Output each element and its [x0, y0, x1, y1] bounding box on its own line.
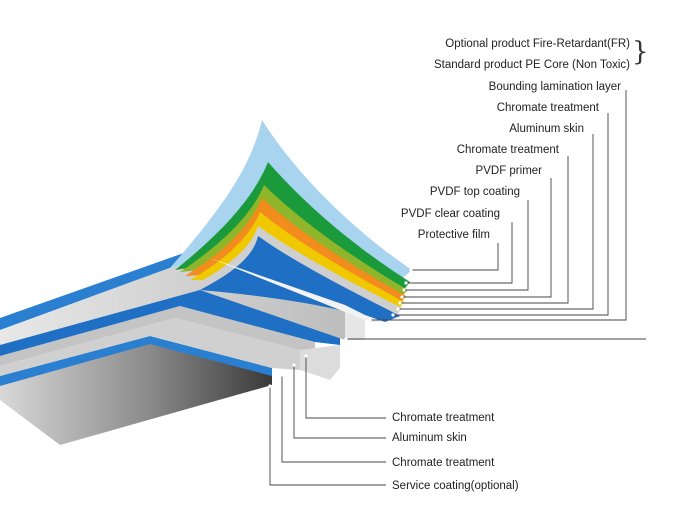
- leader-dot-top-0: [409, 268, 413, 272]
- leader-dot-top-3: [400, 295, 404, 299]
- label-top-chromate-2: Chromate treatment: [456, 144, 559, 156]
- leader-line-top-6: [393, 113, 609, 316]
- leader-dot-bottom-2: [280, 373, 284, 377]
- leader-line-top-0: [411, 243, 499, 271]
- label-pvdf-top-coating: PVDF top coating: [429, 186, 520, 198]
- leader-dot-top-5: [396, 307, 400, 311]
- label-service-coating: Service coating(optional): [392, 480, 519, 492]
- core-label-fr: Optional product Fire-Retardant(FR): [445, 38, 630, 50]
- leader-dot-bottom-1: [292, 363, 296, 367]
- service-coating-layer: [0, 336, 272, 386]
- leader-dot-top-4: [398, 301, 402, 305]
- leader-dot-top-2: [402, 288, 406, 292]
- bottom-aluminum-layer: [0, 318, 300, 376]
- label-top-aluminum-skin: Aluminum skin: [509, 123, 584, 135]
- leader-line-bottom-0: [305, 356, 386, 419]
- label-top-chromate-1: Chromate treatment: [496, 102, 599, 114]
- label-pvdf-primer: PVDF primer: [475, 165, 542, 177]
- leader-dot-bottom-3: [268, 384, 272, 388]
- leader-line-bottom-2: [281, 375, 386, 463]
- label-bottom-aluminum-skin: Aluminum skin: [392, 432, 467, 444]
- label-pvdf-clear-coating: PVDF clear coating: [400, 208, 500, 220]
- top-white-face: [210, 258, 385, 322]
- leader-dots: [268, 268, 413, 388]
- core-label-pe: Standard product PE Core (Non Toxic): [433, 59, 630, 71]
- leader-line-top-3: [402, 178, 552, 298]
- leader-line-bottom-3: [269, 386, 386, 486]
- leader-lines: [269, 90, 646, 486]
- label-bounding-lamination: Bounding lamination layer: [488, 81, 621, 93]
- leader-line-top-5: [398, 134, 594, 310]
- leader-line-bottom-1: [293, 365, 386, 439]
- leader-dot-bottom-0: [304, 354, 308, 358]
- leader-line-top-2: [404, 200, 529, 291]
- leader-line-top-4: [400, 156, 569, 304]
- leader-dot-top-7: [368, 318, 372, 322]
- leader-line-top-7: [370, 90, 627, 321]
- leader-dot-top-1: [404, 281, 408, 285]
- bottom-face-strip: [300, 345, 340, 380]
- leader-dot-core: [344, 337, 348, 341]
- leader-dot-top-6: [391, 313, 395, 317]
- core-brace-icon: }: [632, 37, 649, 67]
- leader-line-top-1: [406, 222, 513, 284]
- label-protective-film: Protective film: [417, 229, 490, 241]
- label-bottom-chromate-2: Chromate treatment: [392, 457, 495, 469]
- blue-skin-layer: [200, 236, 400, 322]
- label-bottom-chromate-1: Chromate treatment: [392, 412, 495, 424]
